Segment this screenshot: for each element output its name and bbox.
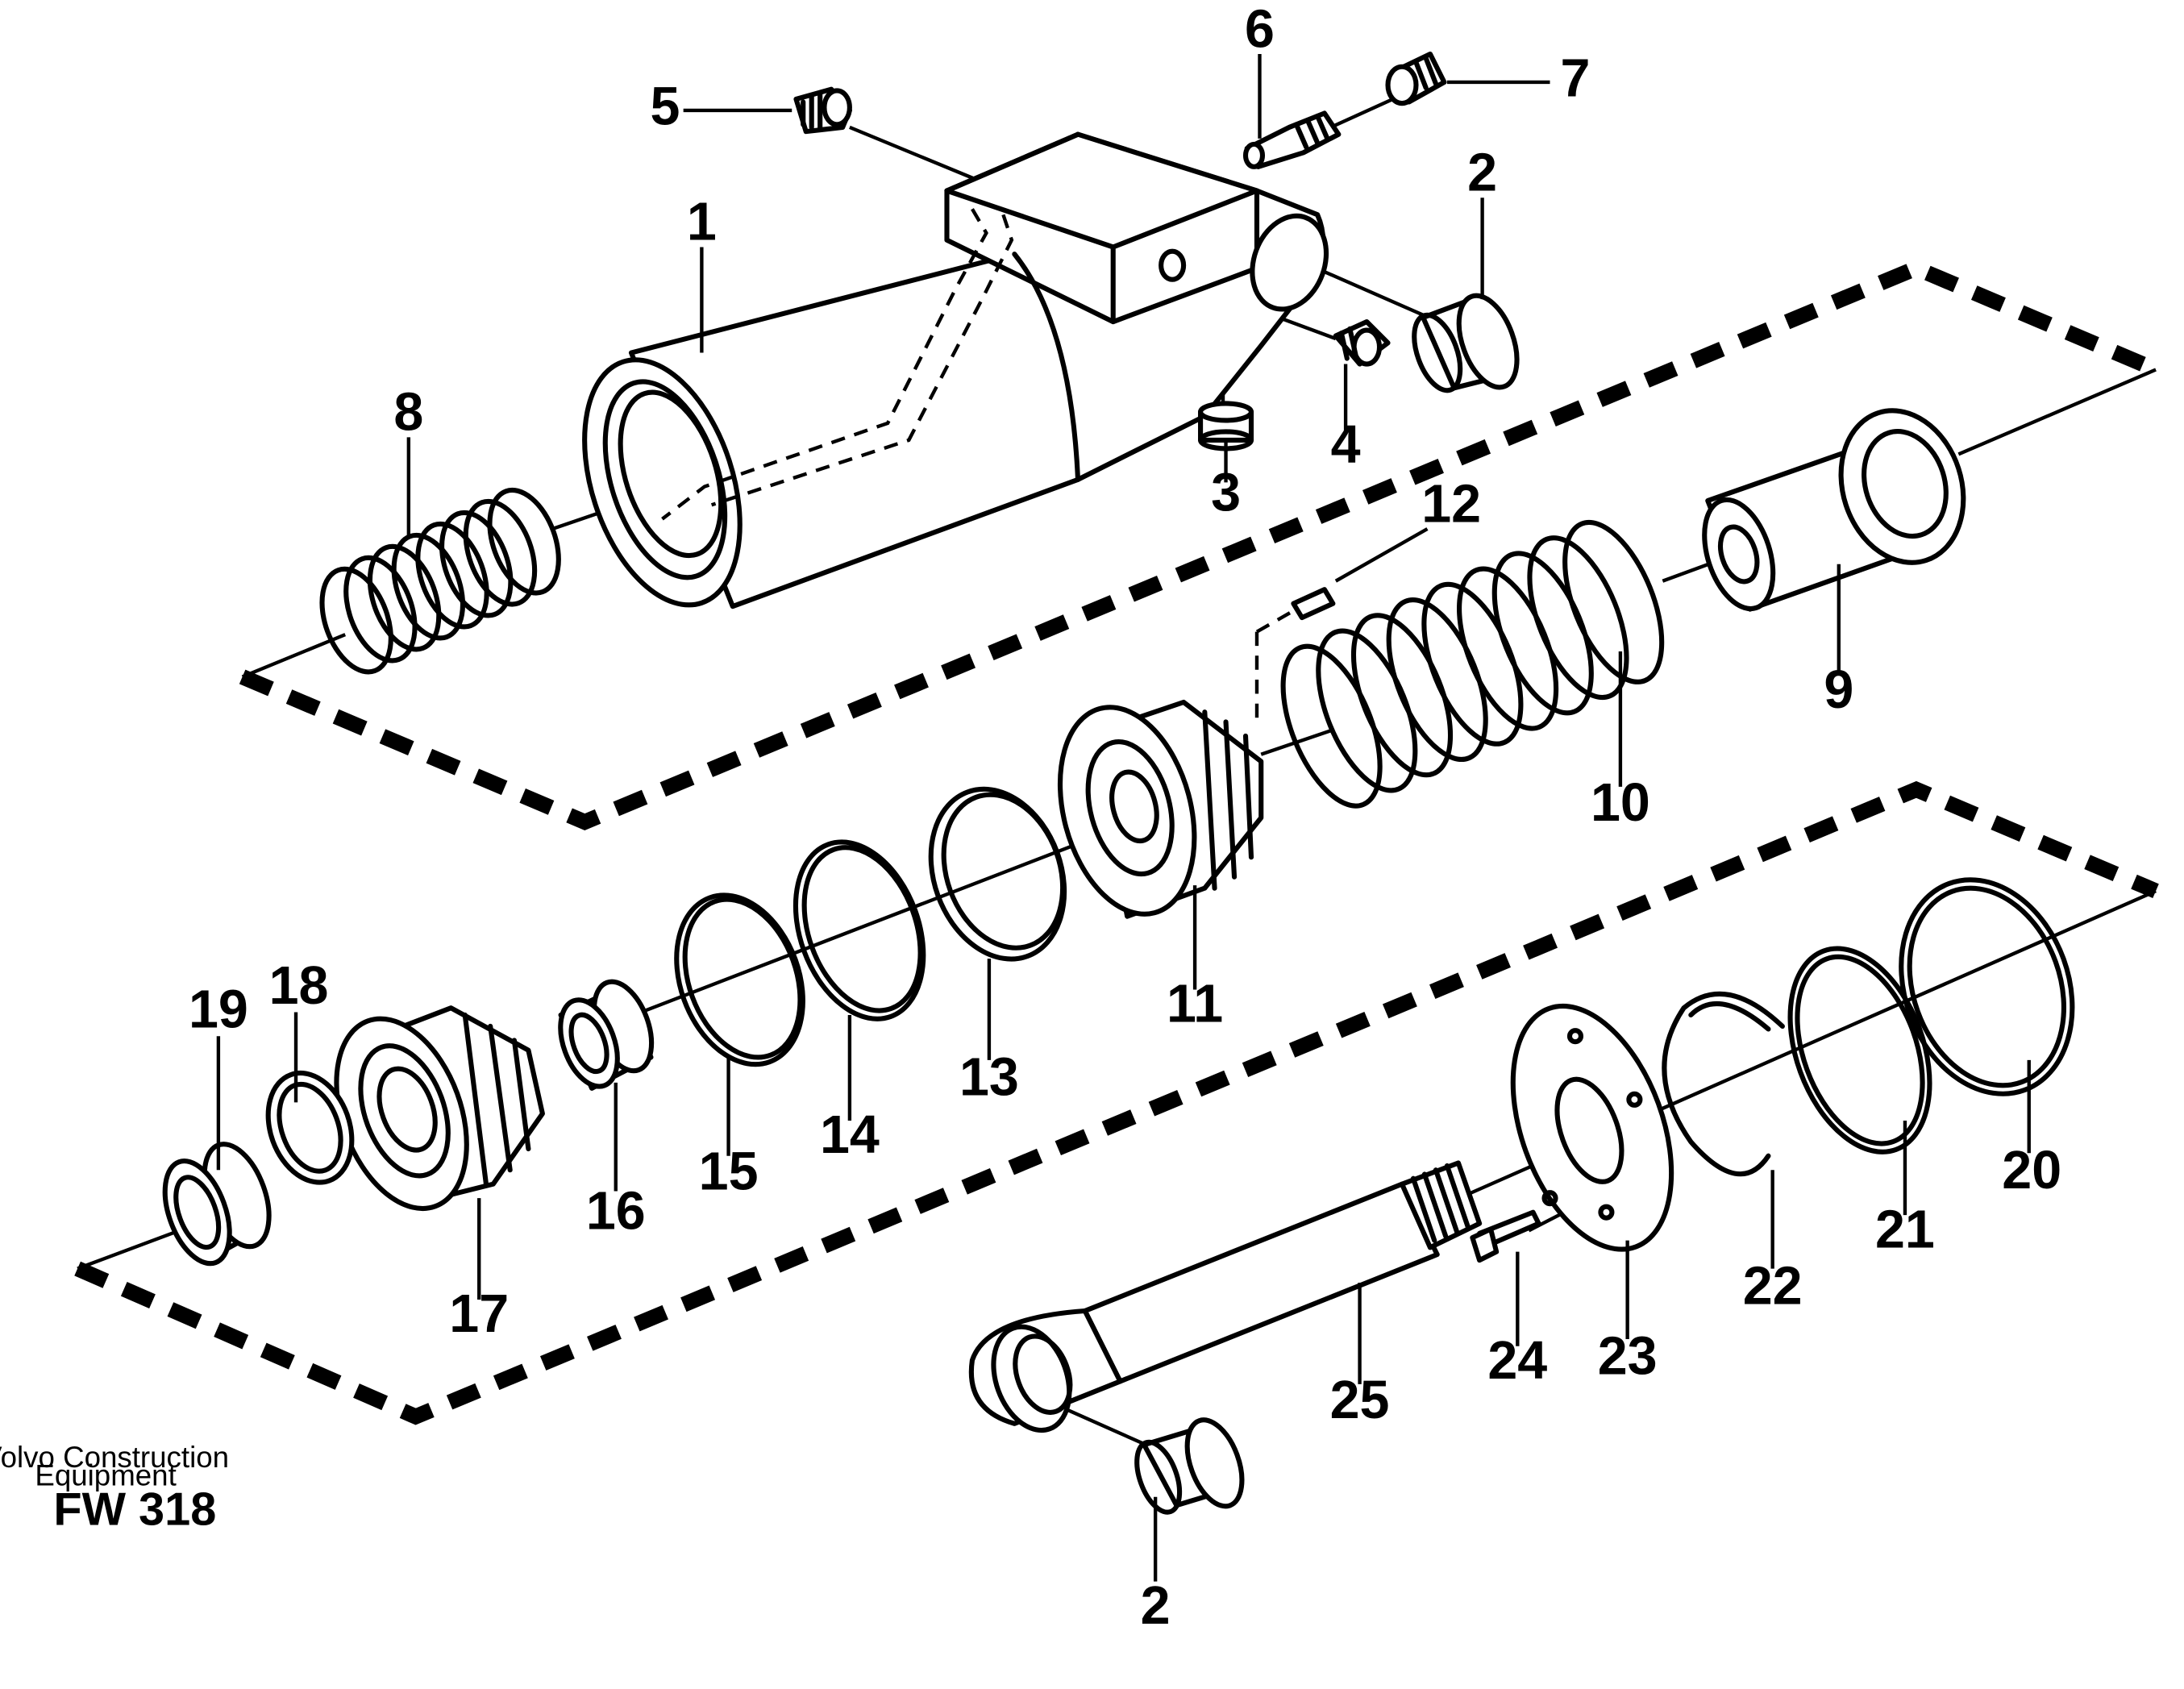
callout-25: 25 <box>1330 1371 1390 1430</box>
part-19-wiper <box>162 1142 272 1267</box>
part-4-plug <box>1333 319 1391 367</box>
callout-14: 14 <box>820 1105 880 1165</box>
part-9-sleeve <box>1702 408 1966 612</box>
part-23-flange <box>1510 1003 1674 1252</box>
callout-13: 13 <box>959 1048 1019 1108</box>
callout-7: 7 <box>1561 48 1591 108</box>
part-12-pin <box>1291 587 1336 621</box>
callout-20: 20 <box>2002 1141 2061 1200</box>
part-7-plug <box>1385 51 1447 106</box>
part-8-spring <box>319 487 561 675</box>
part-17-piston-head <box>334 1005 545 1212</box>
callout-18: 18 <box>269 956 329 1016</box>
callout-9: 9 <box>1824 660 1853 720</box>
assembly-frames <box>74 260 2159 1425</box>
part-22-snap-ring <box>1662 991 1785 1177</box>
callout-17: 17 <box>449 1284 509 1344</box>
callout-1: 1 <box>687 193 717 252</box>
part-24-bolt <box>1470 1209 1541 1263</box>
callout-2-upper: 2 <box>1467 144 1497 203</box>
part-20-ring <box>1899 877 2075 1096</box>
callout-10: 10 <box>1591 773 1650 833</box>
callout-12: 12 <box>1421 474 1481 534</box>
part-2-bushing-upper <box>1412 293 1520 393</box>
part-16-bushing <box>558 979 655 1091</box>
callout-4: 4 <box>1331 415 1361 475</box>
part-15-ring <box>674 892 805 1067</box>
part-21-ring <box>1787 946 1932 1154</box>
callout-23: 23 <box>1598 1327 1658 1387</box>
callout-2-lower: 2 <box>1141 1576 1171 1636</box>
callout-24: 24 <box>1487 1331 1547 1391</box>
part-1-cylinder-body <box>582 131 1329 609</box>
leader-lines <box>216 54 2031 1582</box>
part-6-valve <box>1242 110 1342 169</box>
part-10-spring <box>1280 519 1665 809</box>
part-13-ring <box>928 786 1067 962</box>
callout-6: 6 <box>1245 0 1275 59</box>
callout-labels: 1 2 2 3 4 5 6 7 8 9 10 11 12 13 14 15 16… <box>189 0 2061 1636</box>
brand-line-1: Volvo Construction <box>0 1441 229 1474</box>
brand-line-2: Equipment <box>35 1459 176 1492</box>
callout-5: 5 <box>650 77 680 136</box>
part-2-bushing-lower <box>1134 1417 1245 1515</box>
callout-21: 21 <box>1875 1200 1935 1259</box>
footer-info: Volvo Construction Equipment FW 318 <box>0 1441 229 1536</box>
callout-15: 15 <box>699 1142 759 1202</box>
callout-16: 16 <box>586 1182 646 1242</box>
part-14-ring <box>792 839 926 1021</box>
callout-3: 3 <box>1211 463 1241 522</box>
part-25-piston-rod <box>968 1160 1483 1433</box>
figure-code: FW 318 <box>53 1484 216 1536</box>
callout-8: 8 <box>393 383 423 443</box>
part-11-piston <box>1057 699 1264 919</box>
callout-11: 11 <box>1167 975 1223 1034</box>
callout-22: 22 <box>1743 1256 1803 1316</box>
part-5-plug <box>793 86 852 135</box>
callout-19: 19 <box>189 980 248 1040</box>
part-3-plug <box>1198 401 1254 451</box>
